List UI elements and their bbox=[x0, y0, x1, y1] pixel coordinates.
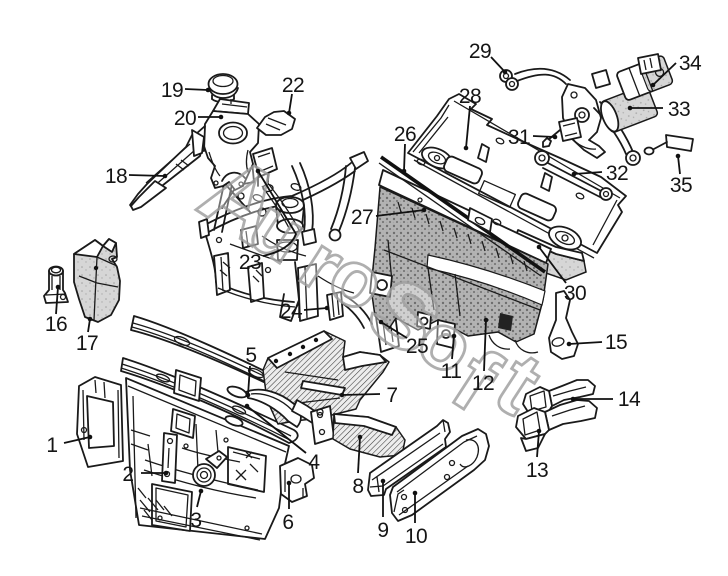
svg-text:30: 30 bbox=[564, 282, 586, 305]
svg-text:35: 35 bbox=[670, 174, 692, 197]
svg-text:19: 19 bbox=[161, 79, 183, 102]
svg-text:4: 4 bbox=[308, 451, 320, 474]
svg-text:14: 14 bbox=[618, 388, 641, 411]
svg-text:33: 33 bbox=[668, 98, 690, 121]
svg-text:6: 6 bbox=[282, 511, 293, 534]
svg-text:9: 9 bbox=[377, 519, 388, 542]
svg-text:26: 26 bbox=[394, 123, 416, 146]
svg-text:23: 23 bbox=[239, 251, 261, 274]
svg-text:28: 28 bbox=[459, 85, 481, 108]
svg-text:5: 5 bbox=[245, 344, 256, 367]
svg-text:31: 31 bbox=[508, 126, 530, 149]
svg-text:24: 24 bbox=[280, 300, 303, 323]
svg-text:20: 20 bbox=[174, 107, 196, 130]
svg-text:32: 32 bbox=[606, 162, 628, 185]
svg-text:12: 12 bbox=[472, 372, 494, 395]
svg-text:2: 2 bbox=[122, 463, 133, 486]
svg-text:13: 13 bbox=[526, 459, 548, 482]
svg-text:16: 16 bbox=[45, 313, 67, 336]
svg-text:10: 10 bbox=[405, 525, 427, 548]
svg-text:15: 15 bbox=[605, 331, 627, 354]
svg-text:1: 1 bbox=[46, 434, 57, 457]
svg-text:7: 7 bbox=[386, 384, 397, 407]
svg-text:11: 11 bbox=[441, 360, 462, 383]
svg-text:34: 34 bbox=[679, 52, 702, 75]
svg-text:17: 17 bbox=[76, 332, 98, 355]
svg-text:25: 25 bbox=[406, 335, 428, 358]
svg-text:3: 3 bbox=[190, 509, 201, 532]
svg-text:29: 29 bbox=[469, 40, 491, 63]
svg-text:22: 22 bbox=[282, 74, 304, 97]
svg-text:8: 8 bbox=[352, 475, 363, 498]
svg-text:27: 27 bbox=[351, 206, 373, 229]
svg-text:18: 18 bbox=[105, 165, 127, 188]
